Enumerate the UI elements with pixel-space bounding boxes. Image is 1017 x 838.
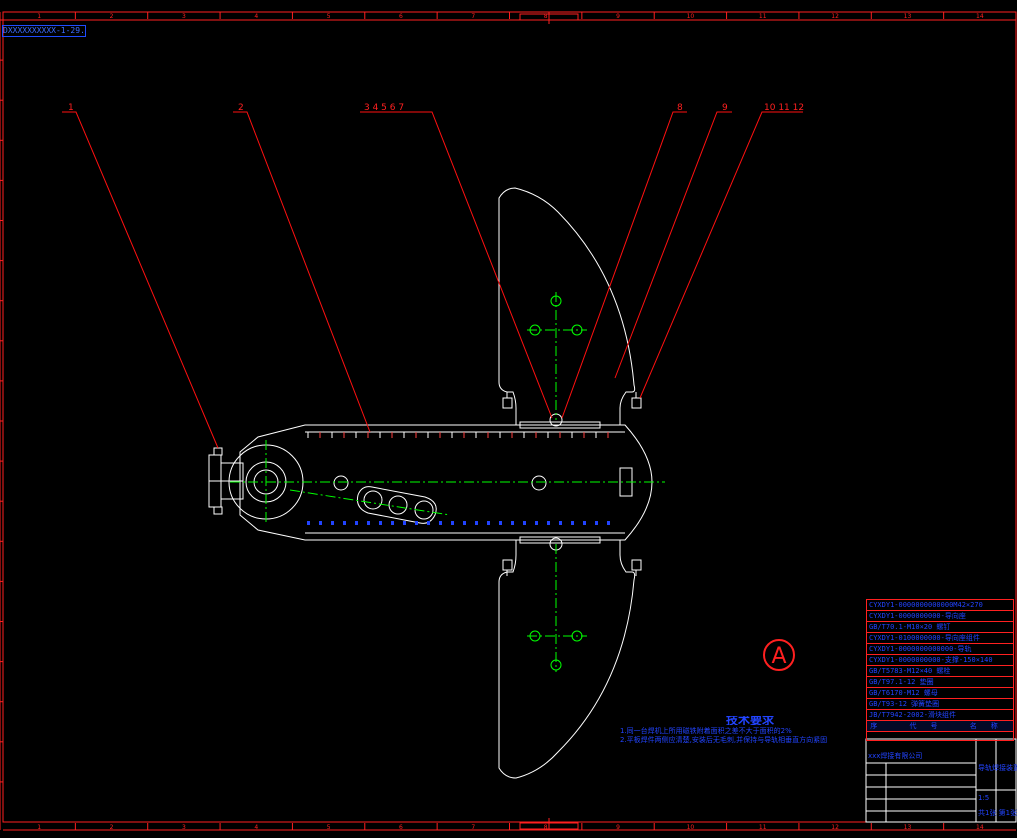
zone-number: 5: [327, 13, 331, 20]
mounting-bolts: [213, 392, 642, 576]
balloon-10-12: 10 11 12: [764, 103, 804, 113]
zone-number: 4: [254, 13, 258, 20]
title-block: [865, 738, 1017, 823]
zone-number: 8: [544, 824, 548, 831]
rail-tick-bottom: [415, 521, 418, 525]
zone-number: 9: [616, 13, 620, 20]
zone-number: 14: [976, 824, 984, 831]
rail-tick-bottom: [439, 521, 442, 525]
bom-row: CYXDY1-0000000000000-导轨: [867, 644, 1013, 655]
zone-number: 5: [327, 824, 331, 831]
bom-row: GB/T6170-M12 螺母: [867, 688, 1013, 699]
bom-row: GB/T97.1-12 垫圈: [867, 677, 1013, 688]
rail-tick-bottom: [427, 521, 430, 525]
tech-title: 技术要求: [725, 716, 774, 725]
title-sheet: 共1张 第1张: [978, 808, 1017, 817]
zone-number: 2: [110, 13, 114, 20]
drawing-tag: DXXXXXXXXXX-1-29.BXS: [2, 25, 86, 37]
rail-tick-bottom: [343, 521, 346, 525]
zone-number: 13: [904, 13, 912, 20]
zone-number: 14: [976, 13, 984, 20]
tech-line-1: 1.同一台焊机上所用磁铁附着面积之差不大于面积的2%: [620, 727, 792, 735]
balloon-labels: 1 2 3 4 5 6 7 8 9 10 11 12: [68, 103, 804, 113]
zone-number: 10: [687, 824, 695, 831]
rail-tick-bottom: [583, 521, 586, 525]
title-name: 导轨焊接装置: [978, 763, 1017, 772]
title-company: xxx焊接有限公司: [868, 751, 922, 760]
bom-row: CYXDY1-0000000000-导向座: [867, 611, 1013, 622]
zone-number: 12: [831, 13, 839, 20]
title-scale: 1:5: [978, 794, 989, 802]
zone-number: 8: [544, 13, 548, 20]
rail-tick-bottom: [547, 521, 550, 525]
rail-tick-bottom: [307, 521, 310, 525]
rail-tick-bottom: [391, 521, 394, 525]
center-lines: [230, 292, 665, 672]
balloon-9: 9: [722, 103, 728, 113]
title-block-text: xxx焊接有限公司 导轨焊接装置 1:5 共1张 第1张: [868, 751, 1017, 817]
bom-row: JB/T7942-2002-滑块组件: [867, 710, 1013, 721]
zone-number: 9: [616, 824, 620, 831]
rail-tick-bottom: [535, 521, 538, 525]
rail-tick-bottom: [319, 521, 322, 525]
zone-number: 12: [831, 824, 839, 831]
rail-tick-bottom: [475, 521, 478, 525]
bom-row: GB/T93-12 弹簧垫圈: [867, 699, 1013, 710]
zone-number: 13: [904, 824, 912, 831]
bom-row: GB/T5783-M12×40 螺栓: [867, 666, 1013, 677]
zone-number: 11: [759, 13, 767, 20]
rail-tick-bottom: [607, 521, 610, 525]
zone-number: 6: [399, 824, 403, 831]
rail-tick-bottom: [451, 521, 454, 525]
view-label-text: A: [771, 644, 786, 669]
bill-of-materials: CYXDY1-0000000000000M42×270 CYXDY1-00000…: [866, 599, 1014, 741]
zone-number: 7: [471, 824, 475, 831]
tech-line-2: 2.平板焊件两侧应清楚,安装后无毛刺,并保持与导轨相垂直方向紧固: [620, 736, 828, 744]
lower-fan-plate: [498, 539, 636, 779]
balloon-3-7: 3 4 5 6 7: [364, 103, 404, 113]
zone-number: 3: [182, 13, 186, 20]
rail-tick-bottom: [463, 521, 466, 525]
rail-tick-bottom: [523, 521, 526, 525]
hole-circles: [529, 295, 583, 671]
zone-number: 3: [182, 824, 186, 831]
leader-lines: [62, 111, 803, 449]
zone-number: 1: [37, 824, 41, 831]
rail-ticks: [307, 432, 610, 525]
center-mark: [519, 12, 579, 830]
bom-row: CYXDY1-0100000000-导向座组件: [867, 633, 1013, 644]
zone-number: 4: [254, 824, 258, 831]
rail-tick-bottom: [355, 521, 358, 525]
rail-tick-bottom: [331, 521, 334, 525]
rail-tick-bottom: [559, 521, 562, 525]
zone-number: 7: [471, 13, 475, 20]
zone-number: 11: [759, 824, 767, 831]
rail-tick-bottom: [571, 521, 574, 525]
balloon-2: 2: [238, 103, 244, 113]
rail-tick-bottom: [379, 521, 382, 525]
rail-tick-bottom: [403, 521, 406, 525]
bom-row: GB/T70.1-M10×20 螺钉: [867, 622, 1013, 633]
rail-tick-bottom: [487, 521, 490, 525]
view-label: A: [763, 639, 795, 671]
zone-number: 6: [399, 13, 403, 20]
technical-requirements: 技术要求 1.同一台焊机上所用磁铁附着面积之差不大于面积的2% 2.平板焊件两侧…: [620, 716, 870, 745]
upper-fan-plate: [498, 187, 636, 426]
zone-ticks-left: [0, 19, 3, 783]
balloon-8: 8: [677, 103, 683, 113]
zone-number: 2: [110, 824, 114, 831]
zone-number: 1: [37, 13, 41, 20]
rail-tick-bottom: [499, 521, 502, 525]
rail-tick-bottom: [595, 521, 598, 525]
zone-number: 10: [687, 13, 695, 20]
rail-tick-bottom: [511, 521, 514, 525]
bom-row: CYXDY1-0000000000000M42×270: [867, 600, 1013, 611]
rail-tick-bottom: [367, 521, 370, 525]
bom-row: CYXDY1-0000000000-支撑-150×140: [867, 655, 1013, 666]
balloon-1: 1: [68, 103, 74, 113]
bom-header: 序 代号 名称: [867, 721, 1013, 732]
